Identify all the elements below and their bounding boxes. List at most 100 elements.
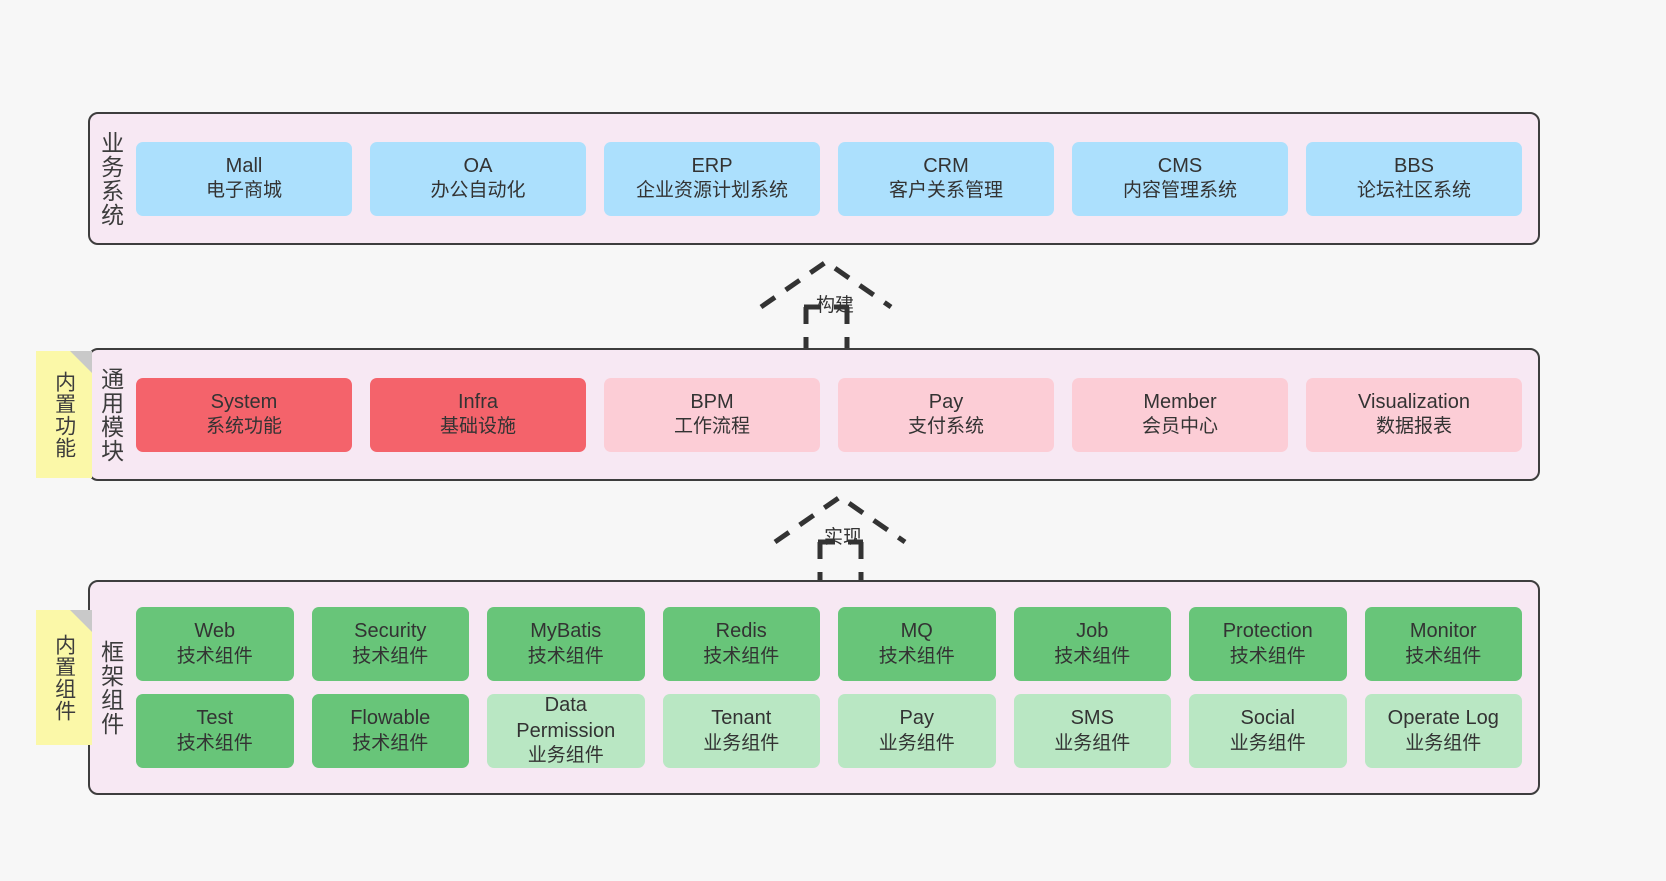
card-subtitle: 业务组件 [878, 732, 955, 754]
card-title: Web [194, 620, 236, 643]
connector-build-arrow-icon [759, 258, 893, 350]
card-infra[interactable]: Infra 基础设施 [370, 377, 586, 452]
card-title: Redis [715, 620, 767, 643]
card-title: SMS [1070, 707, 1114, 730]
card-title: Infra [457, 390, 499, 413]
card-sms[interactable]: SMS 业务组件 [1013, 694, 1171, 768]
card-subtitle: 企业资源计划系统 [635, 180, 788, 202]
card-bpm[interactable]: BPM 工作流程 [604, 377, 820, 452]
card-subtitle: 技术组件 [176, 732, 253, 754]
note-builtin-component: 内置组件 [36, 610, 92, 745]
connector-impl-arrow-icon [773, 493, 907, 585]
card-subtitle: 数据报表 [1375, 416, 1452, 438]
card-row: Test 技术组件 Flowable 技术组件 Data Permission … [136, 694, 1522, 768]
card-monitor[interactable]: Monitor 技术组件 [1364, 607, 1522, 681]
card-subtitle: 业务组件 [1405, 732, 1482, 754]
card-subtitle: 业务组件 [527, 745, 604, 767]
card-subtitle: 支付系统 [907, 416, 984, 438]
card-subtitle: 系统功能 [205, 416, 282, 438]
card-title: Job [1076, 620, 1109, 643]
card-protection[interactable]: Protection 技术组件 [1189, 607, 1347, 681]
card-subtitle: 技术组件 [1054, 645, 1131, 667]
card-crm[interactable]: CRM 客户关系管理 [838, 141, 1054, 216]
card-flowable[interactable]: Flowable 技术组件 [311, 694, 469, 768]
card-subtitle: 办公自动化 [430, 180, 526, 202]
card-pay-component[interactable]: Pay 业务组件 [838, 694, 996, 768]
layer-framework-component: 框架组件 Web 技术组件 Security 技术组件 MyBatis 技术组件… [88, 580, 1540, 795]
card-title: Protection [1222, 620, 1313, 643]
card-title: Flowable [350, 707, 431, 730]
card-title: Pay [899, 707, 934, 730]
card-subtitle: 技术组件 [703, 645, 780, 667]
layer-label-common-module: 通用模块 [97, 366, 124, 463]
note-builtin-function: 内置功能 [36, 351, 92, 478]
card-title: System [210, 390, 278, 413]
card-subtitle: 会员中心 [1141, 416, 1218, 438]
card-subtitle: 基础设施 [439, 416, 516, 438]
card-member[interactable]: Member 会员中心 [1072, 377, 1288, 452]
card-subtitle: 技术组件 [352, 645, 429, 667]
card-subtitle: 论坛社区系统 [1356, 180, 1471, 202]
card-subtitle: 工作流程 [673, 416, 750, 438]
card-mybatis[interactable]: MyBatis 技术组件 [487, 607, 645, 681]
card-title: MQ [900, 620, 933, 643]
card-subtitle: 业务组件 [1229, 732, 1306, 754]
card-title: Operate Log [1387, 707, 1499, 730]
card-subtitle: 内容管理系统 [1122, 180, 1237, 202]
layer-business-system: 业务系统 Mall 电子商城 OA 办公自动化 ERP 企业资源计划系统 CRM… [88, 112, 1540, 245]
card-subtitle: 技术组件 [176, 645, 253, 667]
card-job[interactable]: Job 技术组件 [1013, 607, 1171, 681]
card-title: CRM [923, 154, 969, 177]
card-subtitle: 技术组件 [1405, 645, 1482, 667]
card-test[interactable]: Test 技术组件 [136, 694, 294, 768]
card-title: MyBatis [530, 620, 602, 643]
card-title: CMS [1157, 154, 1203, 177]
card-system[interactable]: System 系统功能 [136, 377, 352, 452]
card-subtitle: 技术组件 [1229, 645, 1306, 667]
layer-label-business-system: 业务系统 [97, 130, 124, 227]
card-pay-module[interactable]: Pay 支付系统 [838, 377, 1054, 452]
card-visualization[interactable]: Visualization 数据报表 [1306, 377, 1522, 452]
card-subtitle: 电子商城 [205, 180, 282, 202]
card-subtitle: 技术组件 [878, 645, 955, 667]
connector-build-label: 构建 [816, 295, 855, 316]
card-data-permission[interactable]: Data Permission 业务组件 [487, 694, 645, 768]
card-title: Member [1143, 390, 1217, 413]
layer-label-framework-component: 框架组件 [97, 639, 124, 736]
card-subtitle: 技术组件 [352, 732, 429, 754]
layer-body-business-system: Mall 电子商城 OA 办公自动化 ERP 企业资源计划系统 CRM 客户关系… [130, 114, 1538, 243]
card-row: Web 技术组件 Security 技术组件 MyBatis 技术组件 Redi… [136, 607, 1522, 681]
card-title: ERP [691, 154, 733, 177]
card-row: System 系统功能 Infra 基础设施 BPM 工作流程 Pay 支付系统… [136, 377, 1522, 452]
card-title: Security [354, 620, 427, 643]
card-title: Monitor [1409, 620, 1477, 643]
card-oa[interactable]: OA 办公自动化 [370, 141, 586, 216]
card-mq[interactable]: MQ 技术组件 [838, 607, 996, 681]
card-cms[interactable]: CMS 内容管理系统 [1072, 141, 1288, 216]
card-social[interactable]: Social 业务组件 [1189, 694, 1347, 768]
layer-common-module: 通用模块 System 系统功能 Infra 基础设施 BPM 工作流程 Pay… [88, 348, 1540, 481]
card-mall[interactable]: Mall 电子商城 [136, 141, 352, 216]
card-title: Visualization [1358, 390, 1470, 413]
card-web[interactable]: Web 技术组件 [136, 607, 294, 681]
card-title: Mall [225, 154, 263, 177]
card-subtitle: 技术组件 [527, 645, 604, 667]
card-subtitle: 客户关系管理 [888, 180, 1003, 202]
card-title: Social [1240, 707, 1295, 730]
card-subtitle: 业务组件 [703, 732, 780, 754]
card-row: Mall 电子商城 OA 办公自动化 ERP 企业资源计划系统 CRM 客户关系… [136, 141, 1522, 216]
layer-body-framework-component: Web 技术组件 Security 技术组件 MyBatis 技术组件 Redi… [130, 582, 1538, 793]
card-title: Pay [928, 390, 964, 413]
card-bbs[interactable]: BBS 论坛社区系统 [1306, 141, 1522, 216]
card-subtitle: 业务组件 [1054, 732, 1131, 754]
layer-body-common-module: System 系统功能 Infra 基础设施 BPM 工作流程 Pay 支付系统… [130, 350, 1538, 479]
card-title: Test [196, 707, 234, 730]
card-redis[interactable]: Redis 技术组件 [662, 607, 820, 681]
card-tenant[interactable]: Tenant 业务组件 [662, 694, 820, 768]
card-security[interactable]: Security 技术组件 [311, 607, 469, 681]
card-operate-log[interactable]: Operate Log 业务组件 [1364, 694, 1522, 768]
card-title: BBS [1393, 154, 1435, 177]
card-erp[interactable]: ERP 企业资源计划系统 [604, 141, 820, 216]
card-title: Tenant [711, 707, 772, 730]
